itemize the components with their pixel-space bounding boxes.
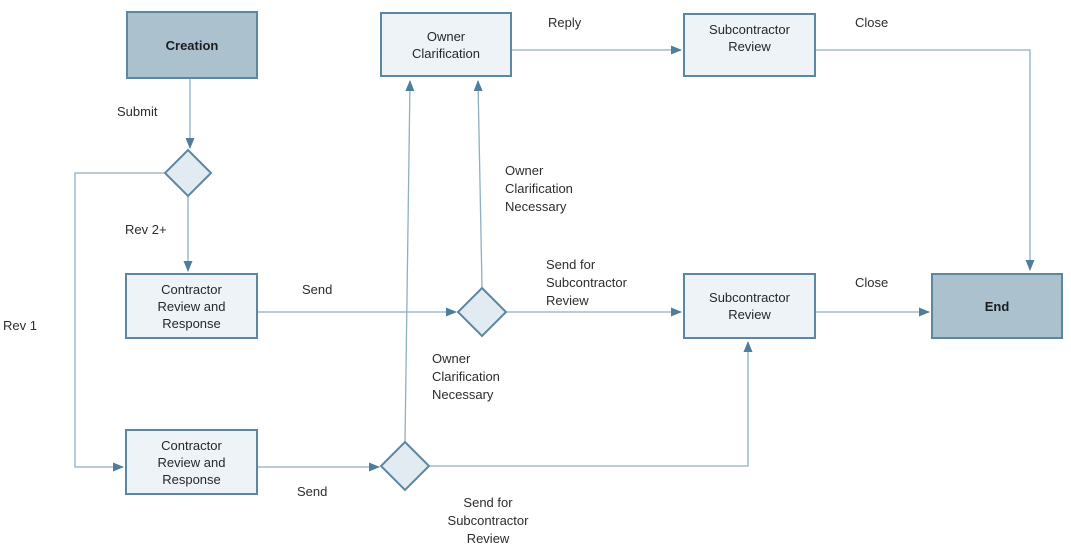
edge-label-rev1: Rev 1	[3, 318, 37, 333]
edge-ocn-bottom	[404, 80, 415, 443]
edge-rev1	[74, 172, 165, 472]
edge-label-submit: Submit	[117, 104, 158, 119]
edge-label-close-mid: Close	[855, 275, 889, 290]
node-owner-clarification: Owner Clarification	[380, 12, 512, 77]
edge-close-top	[816, 49, 1035, 271]
edge-label-send-for-subcontractor-review-top: Send for Subcontractor Review	[546, 257, 627, 308]
edge-label-close-top: Close	[855, 15, 889, 30]
decision-diamond-after-creation	[163, 148, 213, 198]
node-creation: Creation	[126, 11, 258, 79]
edge-label-send-bottom: Send	[297, 484, 328, 499]
decision-diamond-mid-route	[456, 286, 508, 338]
node-subcontractor-review-mid: Subcontractor Review	[683, 273, 816, 339]
edge-label-send-mid: Send	[302, 282, 333, 297]
edge-label-reply: Reply	[548, 15, 582, 30]
edge-label-owner-clarification-necessary-bottom: Owner Clarification Necessary	[432, 351, 500, 402]
edge-label-send-for-subcontractor-review-bottom: Send for Subcontractor Review	[447, 495, 529, 546]
edge-label-rev2plus: Rev 2+	[125, 222, 167, 237]
node-contractor-review-mid: Contractor Review and Response	[125, 273, 258, 339]
decision-diamond-bottom-route	[379, 440, 431, 492]
edge-ocn-mid	[473, 80, 483, 288]
edge-sfsr-bottom	[429, 341, 753, 467]
edge-label-owner-clarification-necessary-top: Owner Clarification Necessary	[505, 163, 573, 214]
node-subcontractor-review-top: Subcontractor Review	[683, 13, 816, 77]
node-contractor-review-bottom: Contractor Review and Response	[125, 429, 258, 495]
node-end: End	[931, 273, 1063, 339]
